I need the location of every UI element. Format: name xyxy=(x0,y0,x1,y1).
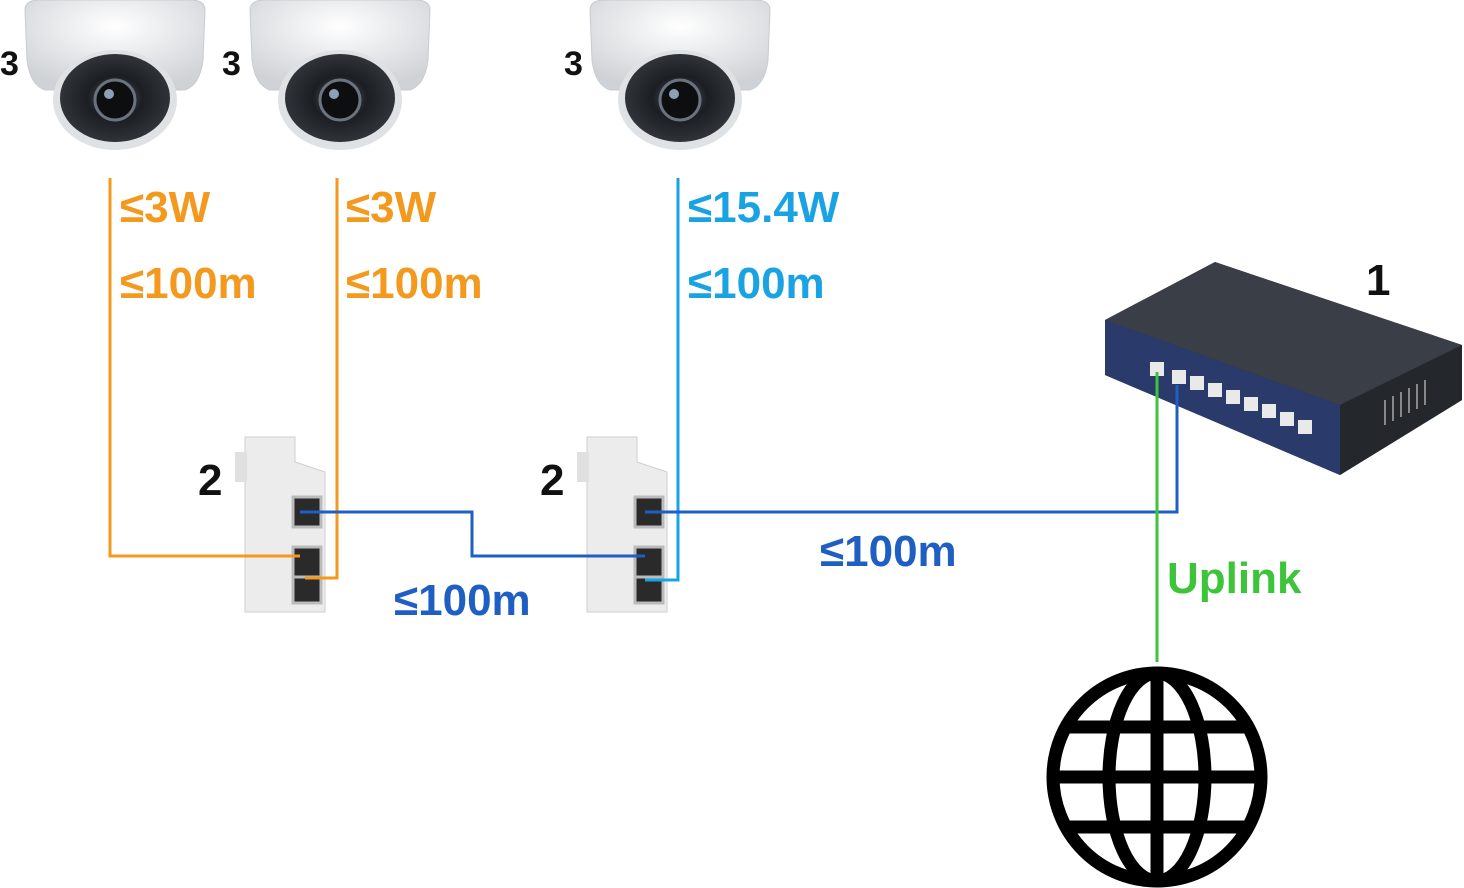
camera-number: 3 xyxy=(0,45,19,83)
cable-camera2 xyxy=(305,178,339,580)
poe-extender-icon xyxy=(233,435,327,614)
cable-camera3 xyxy=(645,178,680,582)
splitter-link-distance: ≤100m xyxy=(394,576,531,625)
camera2-distance: ≤100m xyxy=(346,259,483,308)
camera3-distance: ≤100m xyxy=(688,259,825,308)
switch-number: 1 xyxy=(1366,256,1390,305)
camera1-distance: ≤100m xyxy=(120,259,257,308)
switch-link-distance: ≤100m xyxy=(820,527,957,576)
poe-extender-icon xyxy=(575,435,669,614)
dome-camera-icon xyxy=(248,0,432,152)
splitter-number: 2 xyxy=(540,456,564,505)
camera-number: 3 xyxy=(222,45,241,83)
camera3-power: ≤15.4W xyxy=(688,183,840,232)
splitter-number: 2 xyxy=(198,456,222,505)
cable-camera1 xyxy=(108,178,300,558)
cable-splitter-link xyxy=(300,510,645,558)
globe-icon xyxy=(1046,666,1268,888)
camera1-power: ≤3W xyxy=(120,183,211,232)
camera-number: 3 xyxy=(564,45,583,83)
dome-camera-icon xyxy=(588,0,772,152)
camera2-power: ≤3W xyxy=(346,183,437,232)
cable-switch-link xyxy=(645,385,1179,514)
dome-camera-icon xyxy=(23,0,207,152)
poe-switch-icon xyxy=(1105,262,1462,475)
uplink-label: Uplink xyxy=(1167,554,1302,603)
